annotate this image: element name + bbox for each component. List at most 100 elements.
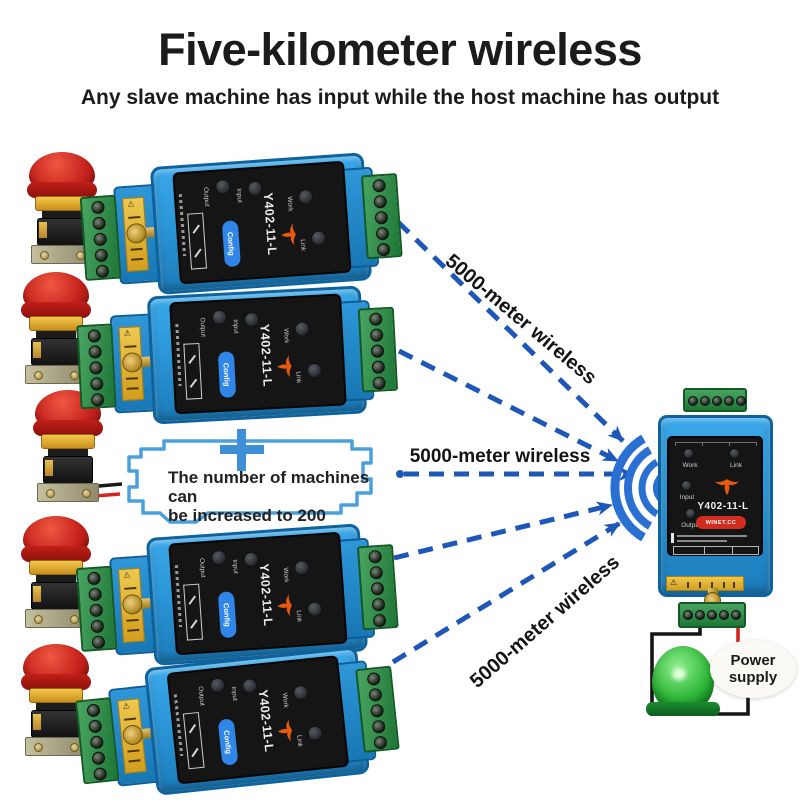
indicator-lamp-base [646,702,720,716]
estop-tag [33,342,41,358]
wireless-link-1 [396,220,625,443]
page-title: Five-kilometer wireless [158,24,642,75]
estop-neck [48,449,88,457]
led-link [306,601,323,618]
led-output [209,677,226,694]
screw [88,587,103,602]
estop-contact-block [31,245,93,264]
host-module: Work Link Input Output Y402-11-L WINET.C… [648,386,778,630]
brand-eagle-icon [271,353,296,380]
screw [370,581,385,596]
screw [88,345,102,359]
estop-cap-skirt [21,546,91,562]
screw [373,194,388,209]
screw [719,610,729,620]
wireless-label-middle: 5000-meter wireless [409,446,591,467]
callout-line-1: The number of machines can [168,468,370,506]
estop-contact-block [25,609,87,628]
estop-tag [33,714,41,730]
relay-diagram [183,342,203,400]
led-output [214,178,231,195]
config-button: Config [221,220,241,268]
estop-button-4 [10,514,102,632]
screw [372,376,386,390]
module-panel: Output Input Work Link Y402-11-L Config [172,160,352,285]
screw [368,549,383,564]
led-link [306,725,324,742]
slave-module-4: ⚠ Output Input Work [72,638,402,800]
estop-tag [45,460,53,476]
screw [94,248,109,263]
estop-cap-skirt [33,420,103,436]
screw [95,264,110,279]
screw [707,610,717,620]
screw [369,565,384,580]
spec-text-line [677,540,727,542]
sticker-mark [126,618,139,622]
link-start-dot [396,470,404,478]
warning-icon: ⚠ [122,701,131,711]
screw [736,396,746,406]
led-output [210,549,227,566]
estop-contact-block [37,483,99,502]
estop-neck [36,331,76,339]
relay-diagram [182,711,205,770]
brand-badge: WINET.CC [696,516,746,529]
indicator-lamp [652,646,714,712]
screw [89,361,103,375]
brand-eagle-icon [713,478,743,500]
sticker-mark [130,247,143,251]
estop-tag [39,222,47,238]
screw [373,735,388,750]
slave-module-3: ⚠ Output Input Work [74,516,401,674]
warning-icon: ⚠ [127,199,135,209]
terminal-block-right [357,306,399,393]
estop-yellow-collar [29,688,83,703]
wireless-link-4 [393,501,613,561]
terminal-block-right [360,173,403,260]
slave-module-2: ⚠ Output Input Work [75,279,400,431]
screw [90,393,105,407]
screw [93,766,108,782]
screw [371,360,386,374]
led-work [683,448,694,459]
estop-neck [36,575,76,583]
led-output-label: Output [197,557,207,578]
screw [87,329,102,343]
panel-scale-marks [675,442,757,446]
estop-cap-skirt [27,182,97,198]
module-panel: Output Input Work Link Y402-11-L Config [169,293,347,415]
sticker-mark [124,345,137,348]
led-output-label: Output [201,186,211,207]
screw [372,178,387,193]
config-button: Config [217,591,237,639]
sticker-mark [126,377,139,380]
model-label: Y402-11-L [697,501,749,512]
warning-icon: ⚠ [123,328,132,338]
callout-line-2: be increased to 200 [168,506,326,525]
led-output-label: Output [681,522,701,529]
screw [82,489,91,498]
spec-text-strip [173,694,184,757]
warning-icon: ⚠ [123,570,131,580]
sticker-mark [124,717,137,721]
sticker-mark [131,257,144,261]
plus-icon [220,429,264,471]
sticker-mark [723,582,725,588]
estop-neck [36,703,76,711]
estop-cap-skirt [21,302,91,318]
led-output-label: Output [198,317,207,338]
estop-yellow-collar [29,316,83,331]
screw [86,703,101,718]
estop-tag [33,586,41,602]
spec-text-strip [174,565,183,628]
screw [366,671,381,687]
screw [90,619,105,634]
screw [91,635,106,650]
terminal-legend [673,546,759,555]
estop-neck [42,211,82,219]
callout-bubble [127,439,373,524]
warning-icon: ⚠ [670,578,678,587]
screw [371,719,386,734]
